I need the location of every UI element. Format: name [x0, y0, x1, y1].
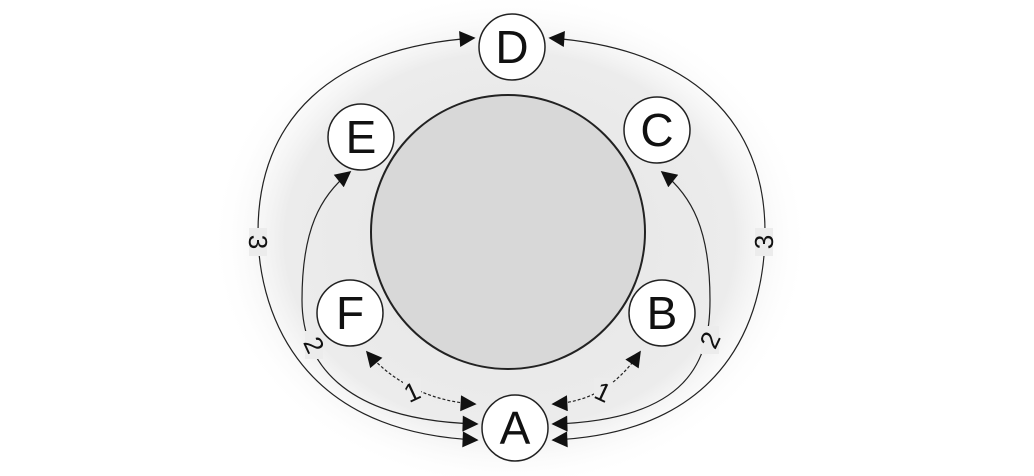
edge-label-bg [249, 228, 267, 256]
edge-label: 3 [243, 235, 273, 249]
center-circle [370, 94, 646, 370]
edge-label: 3 [749, 235, 779, 249]
node-label: F [336, 287, 364, 339]
node-label: B [647, 287, 678, 339]
edge-label-bg [594, 378, 612, 406]
node-circle [327, 103, 395, 171]
node-label: E [346, 111, 377, 163]
edge-label-bg [755, 228, 773, 256]
node-label: C [640, 104, 673, 156]
node-f: F [316, 279, 384, 347]
node-label: D [495, 21, 528, 73]
node-b: B [628, 279, 696, 347]
node-a: A [481, 394, 549, 462]
node-c: C [623, 96, 691, 164]
node-d: D [478, 13, 546, 81]
node-e: E [327, 103, 395, 171]
edge-label-bg [403, 378, 421, 406]
node-label: A [500, 402, 531, 454]
node-circle [623, 96, 691, 164]
node-circle [628, 279, 696, 347]
node-circle [481, 394, 549, 462]
edge-a-e [301, 170, 479, 432]
edge-label-bg [305, 331, 323, 359]
edge-label-bg [701, 326, 719, 354]
edge-a-c [551, 170, 711, 432]
nodes-layer: A B C D E F [316, 13, 696, 462]
node-circle [316, 279, 384, 347]
node-circle [478, 13, 546, 81]
